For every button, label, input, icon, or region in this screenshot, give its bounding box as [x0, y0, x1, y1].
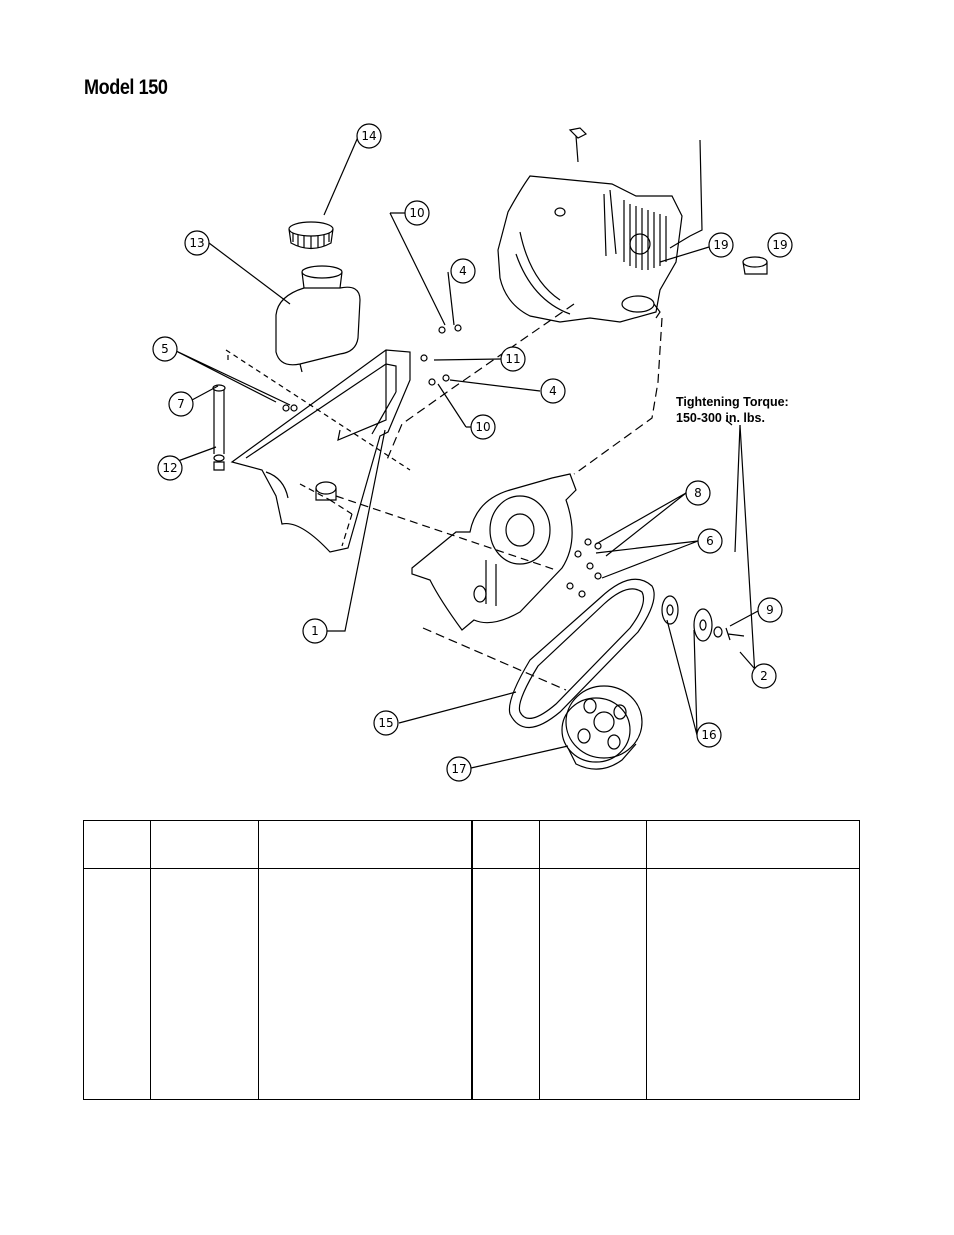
spark-plug-boot	[742, 256, 768, 275]
table-column-divider	[539, 821, 540, 1099]
torque-note-line1: Tightening Torque:	[676, 395, 789, 409]
hardware-bolts	[282, 324, 602, 598]
callout-7: 7	[168, 391, 194, 417]
svg-text:16: 16	[701, 728, 716, 742]
callout-9: 9	[757, 597, 783, 623]
callout-10b: 10	[470, 414, 496, 440]
svg-text:8: 8	[694, 486, 702, 500]
svg-text:15: 15	[378, 716, 393, 730]
engine	[497, 127, 703, 323]
fuel-line	[212, 384, 226, 471]
callout-2: 2	[751, 663, 777, 689]
callout-19: 19	[708, 232, 734, 258]
svg-text:9: 9	[766, 603, 774, 617]
parts-table	[83, 820, 860, 1100]
callout-5: 5	[152, 336, 178, 362]
drive-belt	[508, 578, 655, 729]
exploded-parts-diagram: 14 13 10 4 5 11 7 4 10 12 1 8 6 9 2 15 1…	[152, 123, 793, 782]
table-column-divider	[258, 821, 259, 1099]
callout-11: 11	[500, 346, 526, 372]
pulley-guide	[422, 627, 567, 691]
table-center-divider	[471, 821, 473, 1099]
chassis-bracket	[225, 349, 411, 553]
page-title: Model 150	[84, 76, 168, 99]
svg-text:7: 7	[177, 397, 185, 411]
callout-4: 4	[450, 258, 476, 284]
svg-text:6: 6	[706, 534, 714, 548]
svg-text:4: 4	[549, 384, 557, 398]
svg-text:10: 10	[475, 420, 490, 434]
callout-6: 6	[697, 528, 723, 554]
callout-8: 8	[685, 480, 711, 506]
axle-guide	[335, 495, 557, 571]
spacer-washers	[661, 595, 745, 642]
torque-note-line2: 150-300 in. lbs.	[676, 411, 765, 425]
callout-16: 16	[696, 722, 722, 748]
svg-text:11: 11	[505, 352, 520, 366]
svg-text:4: 4	[459, 264, 467, 278]
callout-14: 14	[356, 123, 382, 149]
callout-13: 13	[184, 230, 210, 256]
fuel-cap	[288, 221, 334, 250]
callout-15: 15	[373, 710, 399, 736]
svg-text:17: 17	[451, 762, 466, 776]
fuel-tank	[275, 265, 361, 373]
callout-12: 12	[157, 455, 183, 481]
leader-lines	[171, 136, 762, 769]
drive-pulley	[561, 685, 643, 770]
svg-text:19: 19	[713, 238, 728, 252]
svg-text:2: 2	[760, 669, 768, 683]
svg-text:5: 5	[161, 342, 169, 356]
callout-19b: 19	[767, 232, 793, 258]
transmission-housing	[315, 473, 577, 631]
table-column-divider	[646, 821, 647, 1099]
engine-mount-guide	[573, 317, 663, 475]
callout-1: 1	[302, 618, 328, 644]
svg-text:14: 14	[361, 129, 376, 143]
callout-4b: 4	[540, 378, 566, 404]
svg-text:1: 1	[311, 624, 319, 638]
svg-text:19: 19	[772, 238, 787, 252]
callout-10: 10	[404, 200, 430, 226]
torque-note: Tightening Torque: 150-300 in. lbs.	[676, 394, 789, 426]
svg-text:13: 13	[189, 236, 204, 250]
svg-text:10: 10	[409, 206, 424, 220]
svg-text:12: 12	[162, 461, 177, 475]
table-column-divider	[150, 821, 151, 1099]
callout-17: 17	[446, 756, 472, 782]
